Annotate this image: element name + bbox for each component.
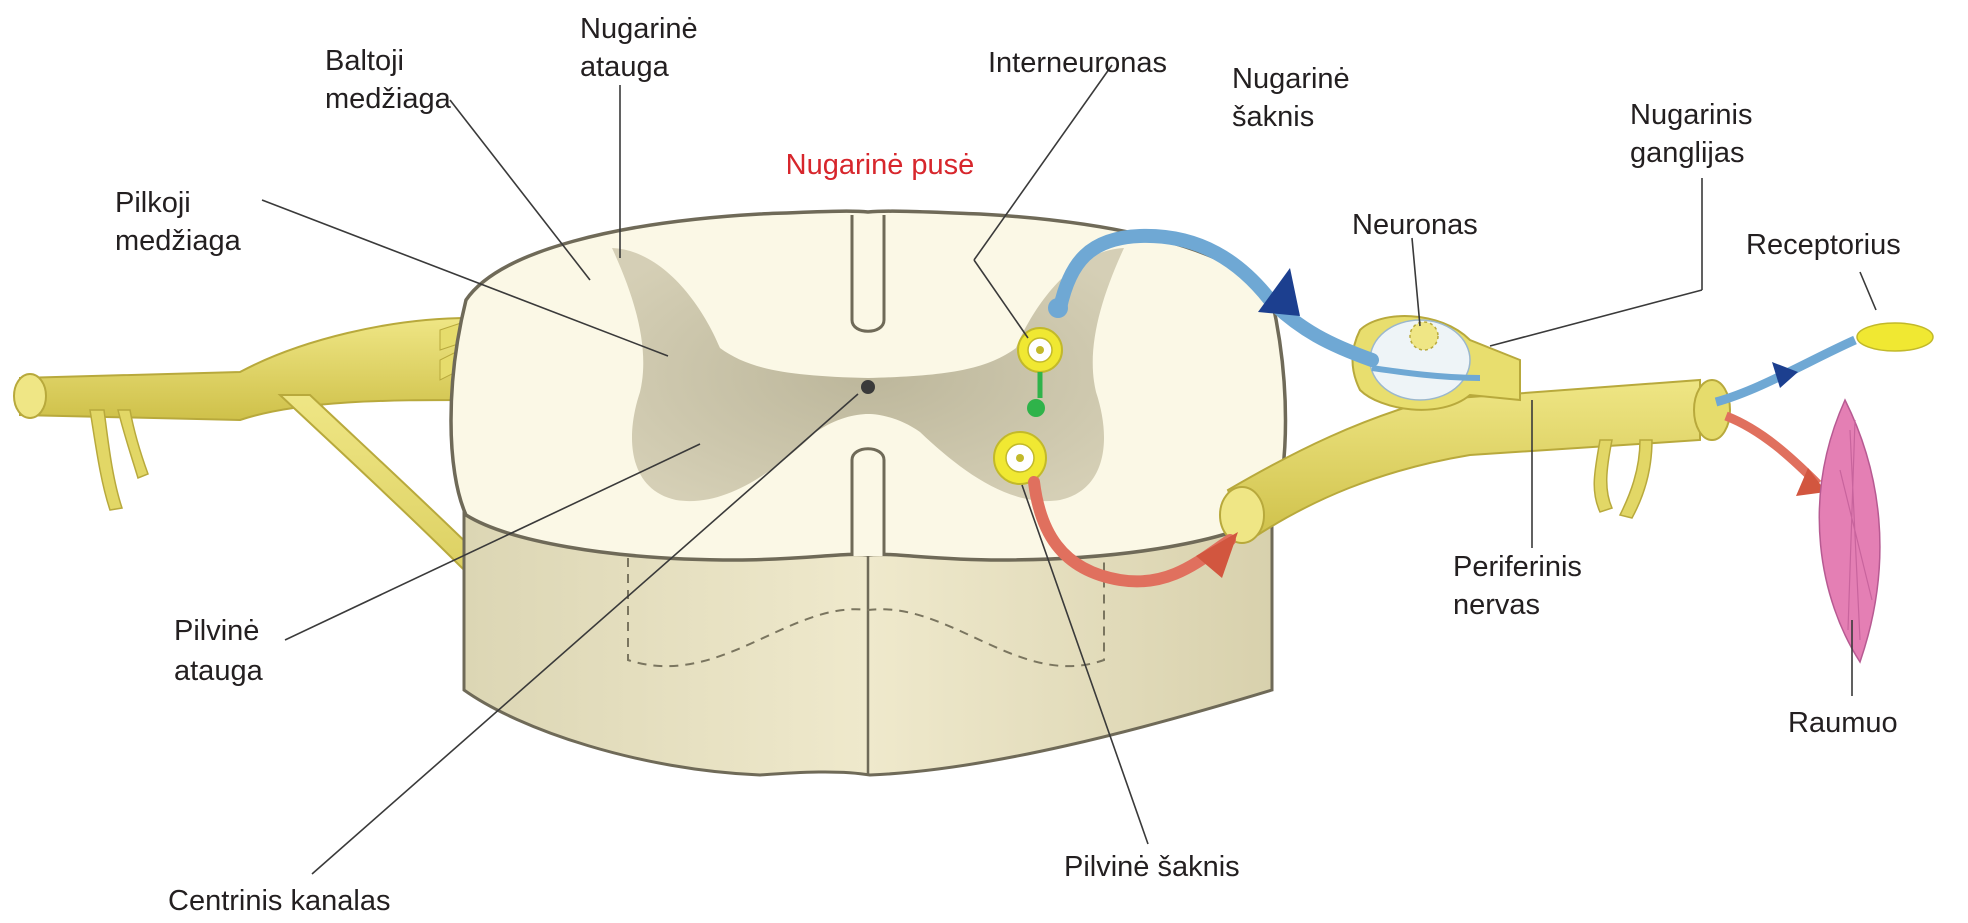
label-baltoji-medziaga: Baltoji medžiaga (325, 45, 452, 115)
label-interneuronas: Interneuronas (988, 47, 1167, 79)
dorsal-side-label: Nugarinė pusė (786, 149, 975, 181)
label-line: Interneuronas (988, 47, 1167, 79)
label-line: medžiaga (325, 83, 452, 115)
label-line: medžiaga (115, 225, 242, 257)
label-receptorius: Receptorius (1746, 229, 1901, 261)
label-neuronas: Neuronas (1352, 209, 1478, 241)
label-line: atauga (174, 655, 264, 687)
label-line: Pilvinė šaknis (1064, 851, 1240, 883)
motor-neuron (994, 432, 1046, 484)
label-line: Neuronas (1352, 209, 1478, 241)
label-line: Nugarinė (580, 13, 698, 45)
label-line: Pilvinė (174, 615, 259, 647)
label-raumuo: Raumuo (1788, 707, 1898, 739)
label-line: šaknis (1232, 101, 1314, 133)
right-spinal-nerve (1220, 316, 1730, 543)
label-line: ganglijas (1630, 137, 1744, 169)
label-nugarine-saknis: Nugarinė šaknis (1232, 63, 1350, 133)
label-nugarinis-ganglijas: Nugarinis ganglijas (1630, 99, 1753, 169)
central-canal-dot (861, 380, 875, 394)
spinal-cord (451, 211, 1286, 775)
label-centrinis-kanalas: Centrinis kanalas (168, 885, 390, 917)
label-line: Pilkoji (115, 187, 191, 219)
label-pilvine-saknis: Pilvinė šaknis (1064, 851, 1240, 883)
label-line: Nugarinis (1630, 99, 1753, 131)
muscle-shape (1819, 400, 1880, 662)
label-pilvine-atauga: Pilvinė atauga (174, 615, 264, 687)
label-periferinis-nervas: Periferinis nervas (1453, 551, 1582, 621)
label-nugarine-atauga: Nugarinė atauga (580, 13, 698, 83)
receptor-shape (1857, 323, 1933, 351)
label-line: Receptorius (1746, 229, 1901, 261)
label-line: nervas (1453, 589, 1540, 621)
label-line: Nugarinė (1232, 63, 1350, 95)
label-line: Baltoji (325, 45, 404, 77)
label-pilkoji-medziaga: Pilkoji medžiaga (115, 187, 242, 257)
label-line: Centrinis kanalas (168, 885, 390, 917)
label-line: Raumuo (1788, 707, 1898, 739)
label-line: atauga (580, 51, 670, 83)
label-line: Periferinis (1453, 551, 1582, 583)
neuron-body (1410, 322, 1438, 350)
